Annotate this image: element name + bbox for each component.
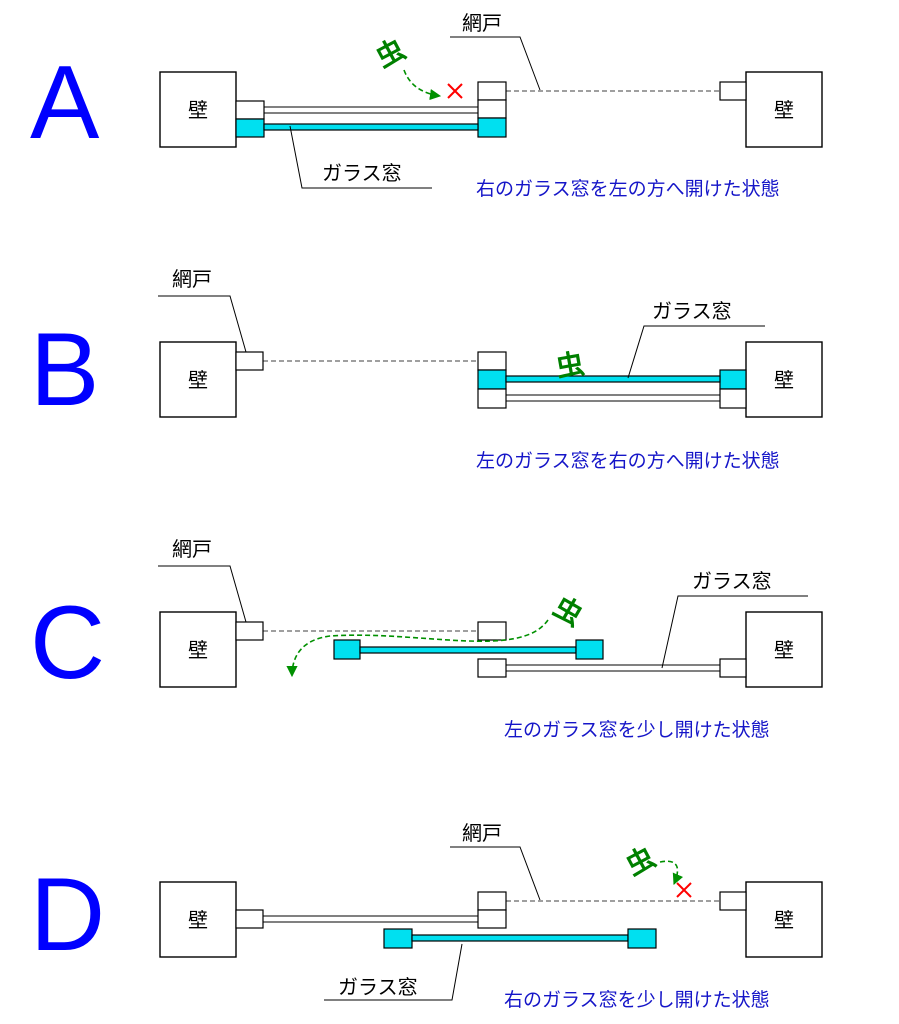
wall-right <box>745 611 823 688</box>
sash-frame <box>235 100 265 120</box>
caption: 右のガラス窓を少し開けた状態 <box>504 989 770 1011</box>
sash-frame <box>477 388 507 409</box>
bug-glyph: 虫 <box>548 590 589 633</box>
wall-label: 壁 <box>188 368 208 392</box>
glass-frame <box>719 369 747 390</box>
wall-label: 壁 <box>188 98 208 122</box>
screen-frame <box>719 891 747 911</box>
blocked-cross-icon <box>676 882 692 898</box>
panel-a: A 壁 壁 網戸 ガラス窓 虫 右のガラス窓を左の方へ開けた状態 <box>30 11 823 200</box>
panel-letter: D <box>30 857 105 973</box>
sash-frame <box>235 909 264 929</box>
glass-frame <box>235 118 265 138</box>
wall-left <box>159 71 237 148</box>
caption: 左のガラス窓を少し開けた状態 <box>504 719 770 741</box>
caption: 右のガラス窓を左の方へ開けた状態 <box>476 178 780 200</box>
screen-frame <box>477 621 507 641</box>
panel-letter: A <box>30 45 100 161</box>
wall-left <box>159 881 237 958</box>
glass-pane <box>359 646 577 654</box>
sash-frame <box>477 99 507 119</box>
glass-label: ガラス窓 <box>652 299 732 323</box>
sash-frame <box>719 388 747 409</box>
wall-label: 壁 <box>188 908 208 932</box>
panel-letter: B <box>30 312 99 428</box>
screen-frame <box>719 81 747 101</box>
wall-right <box>745 71 823 148</box>
wall-label: 壁 <box>774 638 794 662</box>
glass-label: ガラス窓 <box>338 975 418 999</box>
wall-label: 壁 <box>188 638 208 662</box>
glass-pane <box>411 934 629 942</box>
wall-left <box>159 341 237 418</box>
bug-glyph: 虫 <box>620 840 660 882</box>
glass-pane <box>263 123 479 131</box>
glass-label: ガラス窓 <box>692 569 772 593</box>
wall-right <box>745 341 823 418</box>
glass-frame <box>333 639 361 660</box>
wall-label: 壁 <box>774 368 794 392</box>
glass-pane <box>505 375 721 383</box>
wall-label: 壁 <box>774 908 794 932</box>
screen-frame <box>235 351 264 371</box>
panel-letter: C <box>30 585 105 701</box>
dashed-path-arrow <box>659 860 684 886</box>
dashed-path-arrow <box>403 69 442 101</box>
screen-label: 網戸 <box>462 821 502 845</box>
screen-frame <box>477 891 507 911</box>
glass-frame <box>477 369 507 390</box>
glass-frame <box>575 639 604 660</box>
sash-frame <box>477 909 507 929</box>
screen-label: 網戸 <box>462 11 502 35</box>
sash-frame <box>477 658 507 678</box>
panel-b: B 壁 壁 網戸 ガラス窓 虫 左のガラス窓を右の方へ開けた状態 <box>30 267 823 472</box>
wall-left <box>159 611 237 688</box>
glass-frame <box>383 928 413 949</box>
glass-frame <box>477 117 507 138</box>
caption: 左のガラス窓を右の方へ開けた状態 <box>476 450 780 472</box>
glass-label: ガラス窓 <box>322 161 402 185</box>
screen-frame <box>235 621 264 641</box>
bug-glyph: 虫 <box>553 347 586 384</box>
panel-d: D 壁 壁 網戸 ガラス窓 虫 右のガラス窓を少し開けた状態 <box>30 821 823 1011</box>
wall-label: 壁 <box>774 98 794 122</box>
screen-frame <box>477 351 507 371</box>
blocked-cross-icon <box>447 83 463 99</box>
screen-frame <box>477 81 507 101</box>
glass-frame <box>627 928 657 949</box>
screen-label: 網戸 <box>172 267 212 291</box>
sash-frame <box>719 658 747 678</box>
panel-c: C 壁 壁 網戸 ガラス窓 虫 左のガラス窓を少し開けた状態 <box>30 537 823 741</box>
bug-glyph: 虫 <box>370 32 410 74</box>
wall-right <box>745 881 823 958</box>
screen-label: 網戸 <box>172 537 212 561</box>
